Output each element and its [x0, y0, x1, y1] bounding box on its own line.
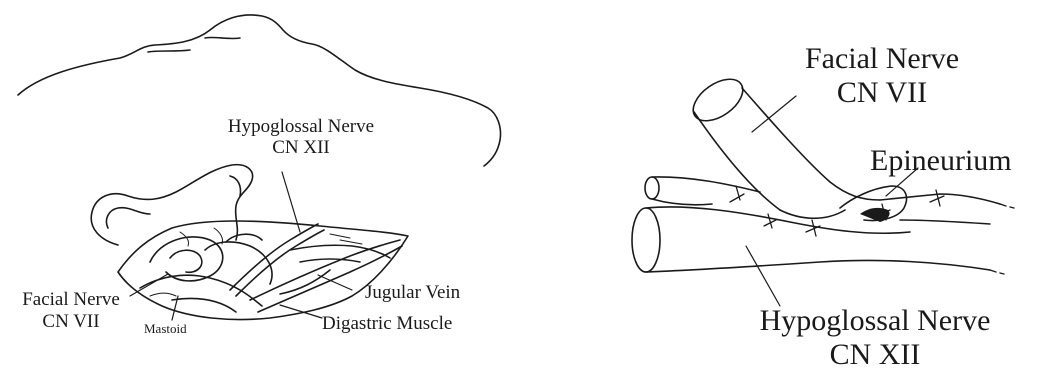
suture-2	[764, 214, 776, 228]
label-facial-nerve-left: Facial Nerve CN VII	[6, 290, 136, 331]
label-epineurium: Epineurium	[870, 146, 1012, 176]
label-facial-nerve-right: Facial Nerve CN VII	[772, 44, 992, 108]
label-facial-nerve-right-line2: CN VII	[772, 78, 992, 108]
label-facial-nerve-left-line1: Facial Nerve	[6, 290, 136, 309]
upper-branch-end	[645, 177, 659, 199]
hypoglossal-nerve-end	[632, 208, 660, 272]
label-hypoglossal-nerve-left-line2: CN XII	[226, 138, 376, 157]
facial-nerve-trunk	[694, 112, 780, 210]
label-hypoglossal-nerve-left: Hypoglossal Nerve CN XII	[226, 117, 376, 157]
label-hypoglossal-nerve-right-line1: Hypoglossal Nerve	[700, 306, 1050, 336]
label-hypoglossal-nerve-right-line2: CN XII	[700, 340, 1050, 370]
suture-3	[806, 220, 820, 236]
label-digastric-muscle: Digastric Muscle	[322, 314, 452, 333]
label-facial-nerve-right-line1: Facial Nerve	[772, 44, 992, 74]
label-jugular-vein: Jugular Vein	[365, 283, 460, 302]
label-hypoglossal-nerve-left-line1: Hypoglossal Nerve	[226, 117, 376, 136]
suture-5	[930, 190, 944, 206]
label-facial-nerve-left-line2: CN VII	[6, 312, 136, 331]
label-mastoid: Mastoid	[144, 322, 187, 335]
facial-nerve-end	[686, 71, 750, 129]
leader-hypoglossal-right	[746, 246, 780, 306]
label-hypoglossal-nerve-right: Hypoglossal Nerve CN XII	[700, 306, 1050, 370]
